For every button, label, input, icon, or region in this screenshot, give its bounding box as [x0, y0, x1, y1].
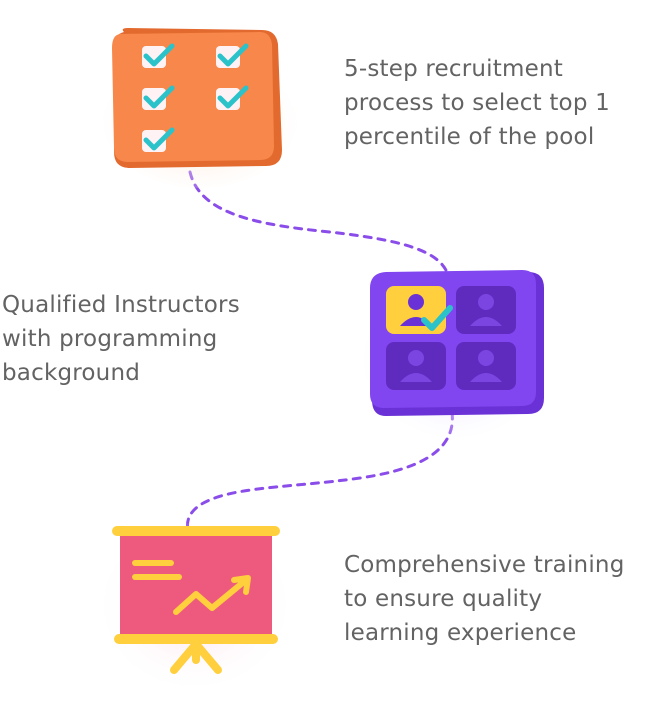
feature-line: with programming	[2, 326, 218, 352]
feature-text-training: Comprehensive training to ensure quality…	[344, 548, 625, 650]
feature-line: Comprehensive training	[344, 552, 625, 578]
feature-line: learning experience	[344, 620, 577, 646]
feature-line: to ensure quality	[344, 586, 543, 612]
feature-line: process to select top 1	[344, 90, 610, 116]
checklist-icon	[102, 28, 298, 188]
feature-text-recruitment: 5-step recruitment process to select top…	[344, 52, 610, 154]
instructors-icon	[363, 270, 547, 437]
feature-line: Qualified Instructors	[2, 292, 240, 318]
training-board-icon	[103, 523, 287, 687]
feature-line: 5-step recruitment	[344, 56, 563, 82]
feature-line: background	[2, 360, 141, 386]
feature-text-instructors: Qualified Instructors with programming b…	[2, 288, 240, 390]
feature-line: percentile of the pool	[344, 124, 595, 150]
checkbox-group	[142, 46, 240, 152]
